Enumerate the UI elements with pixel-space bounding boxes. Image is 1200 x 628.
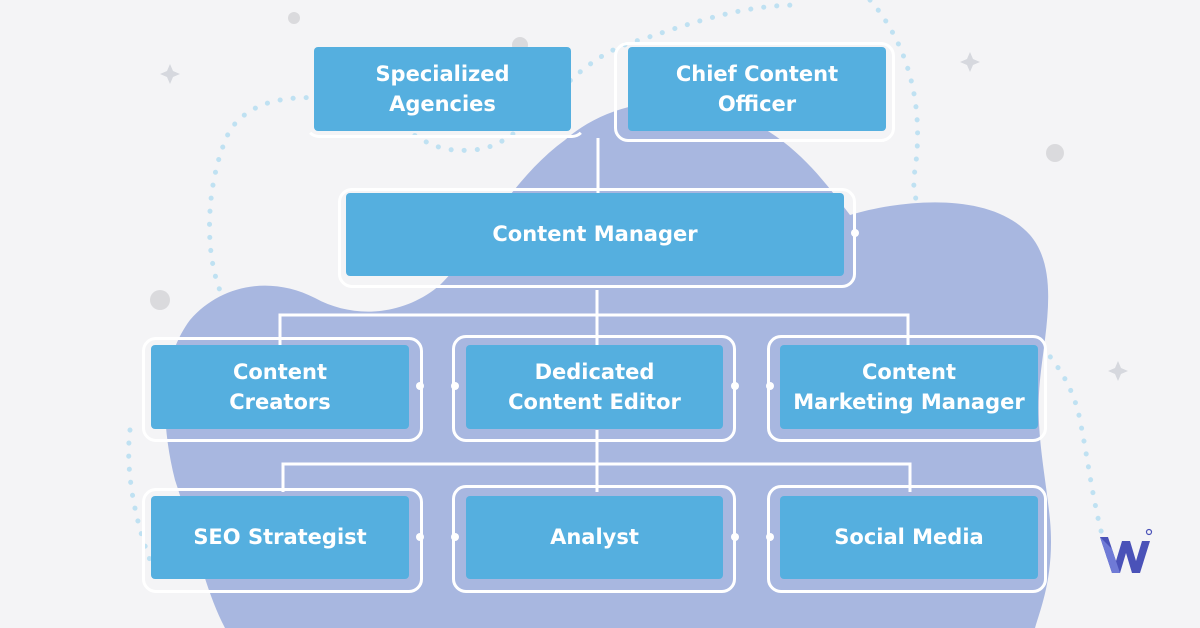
node-content-manager: Content Manager	[346, 193, 844, 276]
frame-dedicated-content-editor	[452, 335, 736, 442]
frame-analyst	[452, 485, 736, 593]
frame-chief-content-officer	[614, 42, 895, 142]
frame-specialized-agencies	[305, 41, 586, 138]
sparkle-icon	[160, 64, 180, 84]
node-label-line: Chief Content	[675, 61, 839, 86]
node-label-line: Content Manager	[492, 222, 698, 247]
frame-social-media	[767, 485, 1047, 593]
node-label-line: Agencies	[389, 92, 496, 116]
node-content-creators: Content Creators	[151, 345, 409, 429]
node-seo-strategist: SEO Strategist	[151, 496, 409, 579]
node-social-media: Social Media	[780, 496, 1038, 579]
dotted-swirl-lines	[126, 0, 1113, 563]
node-label-line: Officer	[717, 92, 797, 116]
brand-w-logo-icon	[1100, 528, 1153, 573]
node-dedicated-content-editor: Dedicated Content Editor	[466, 345, 723, 429]
node-label-line: Creators	[229, 390, 331, 414]
frame-seo-strategist	[142, 488, 423, 593]
node-label-line: Content Editor	[508, 390, 681, 414]
frame-content-creators	[142, 337, 423, 442]
node-label-line: Social Media	[834, 525, 984, 550]
node-label-line: SEO Strategist	[193, 525, 367, 550]
node-analyst: Analyst	[466, 496, 723, 579]
node-chief-content-officer: Chief Content Officer	[628, 47, 886, 131]
sparkle-icon	[960, 52, 980, 72]
frame-content-marketing-manager	[767, 335, 1047, 442]
node-specialized-agencies: Specialized Agencies	[314, 47, 571, 131]
node-content-marketing-manager: Content Marketing Manager	[780, 345, 1038, 429]
node-label-line: Analyst	[550, 525, 639, 550]
sparkle-icon	[1108, 361, 1128, 381]
node-label-line: Content	[861, 359, 957, 384]
sparkle-icons	[160, 52, 1128, 381]
node-label-line: Content	[232, 359, 328, 384]
node-label-line: Specialized	[375, 61, 510, 86]
node-label-line: Dedicated	[534, 359, 655, 384]
frame-content-manager	[338, 188, 856, 288]
node-label-line: Marketing Manager	[793, 390, 1025, 414]
